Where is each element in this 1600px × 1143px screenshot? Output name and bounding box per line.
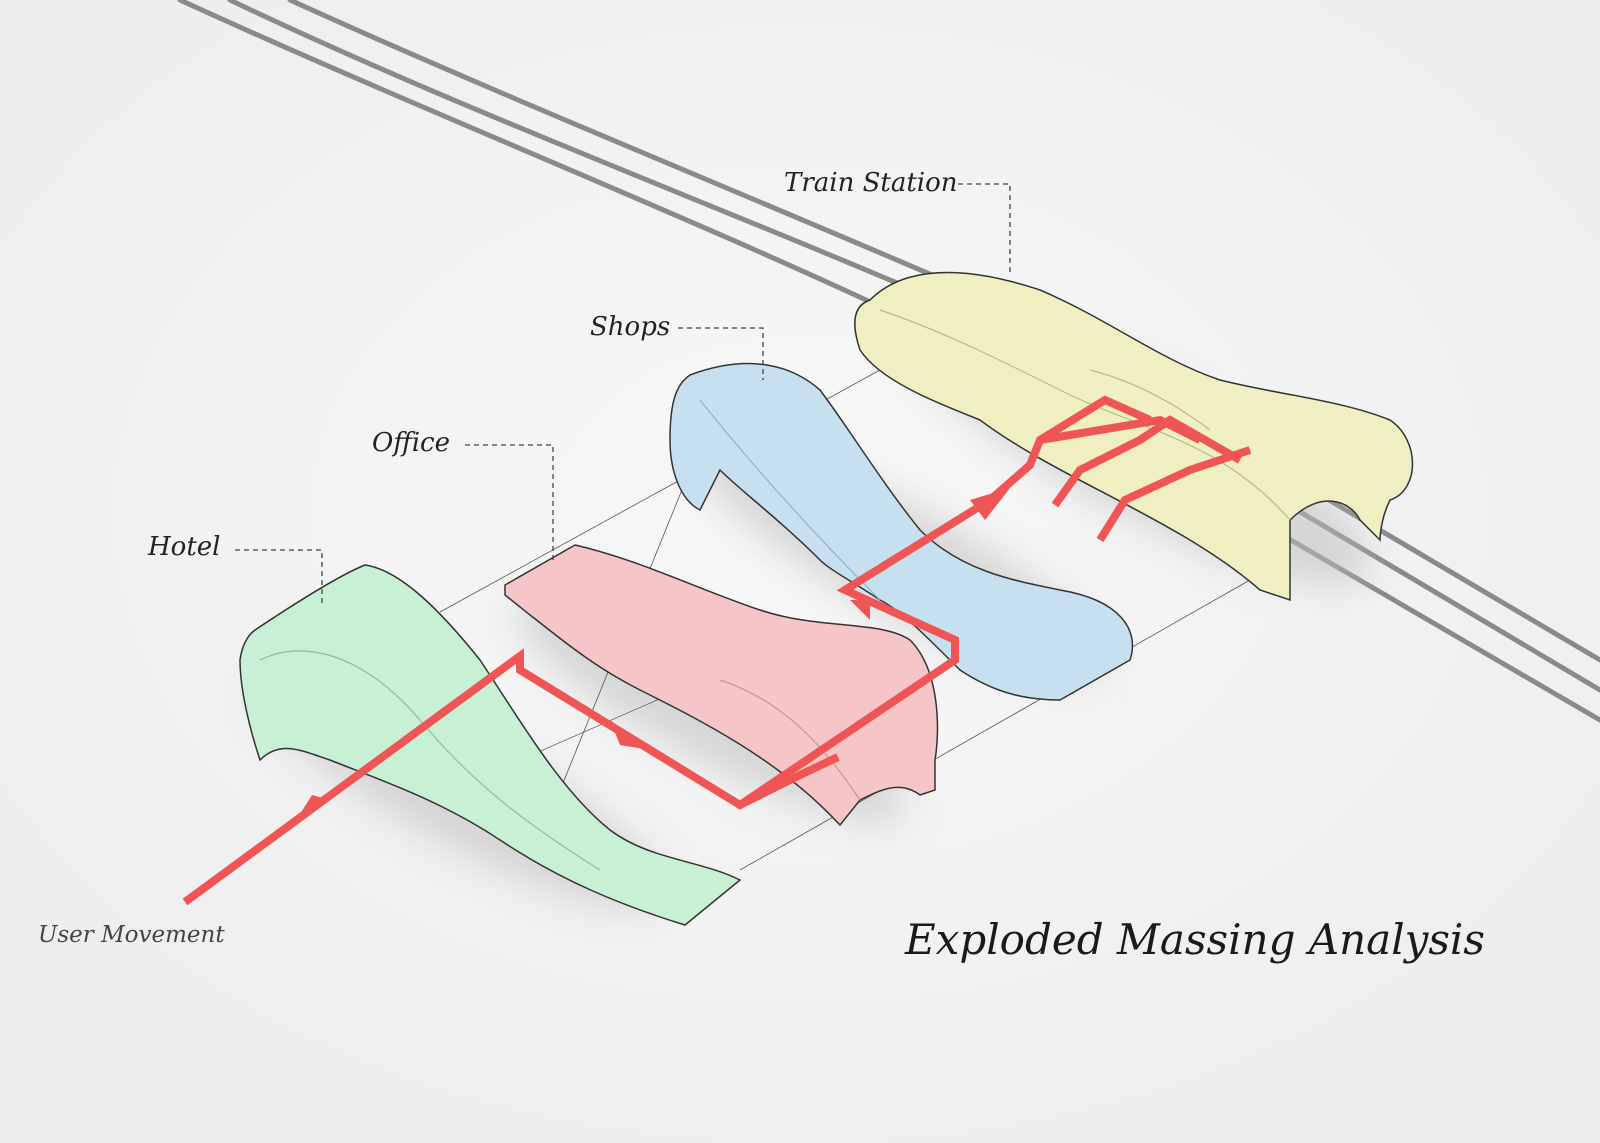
user-movement-label: User Movement [38, 922, 225, 948]
hotel-label: Hotel [148, 532, 221, 562]
hotel-leader [235, 549, 323, 605]
train-station-volume [854, 271, 1414, 602]
office-volume [504, 544, 939, 827]
shops-label: Shops [590, 312, 671, 342]
leader-lines [235, 183, 1011, 605]
train-leader [958, 183, 1011, 275]
train-station-label: Train Station [784, 168, 958, 198]
office-label: Office [372, 428, 450, 458]
shops-volume [669, 362, 1134, 701]
arrowhead-2 [610, 720, 650, 750]
diagram-title: Exploded Massing Analysis [905, 915, 1485, 964]
hotel-volume [239, 564, 742, 926]
movement-arrowheads [290, 488, 1010, 830]
office-leader [465, 444, 554, 560]
arrowhead-3 [850, 600, 870, 620]
arrowhead-4 [970, 488, 1010, 520]
railway-tracks [177, 0, 1600, 723]
shops-leader [678, 327, 764, 380]
arrowhead-1 [290, 795, 330, 830]
